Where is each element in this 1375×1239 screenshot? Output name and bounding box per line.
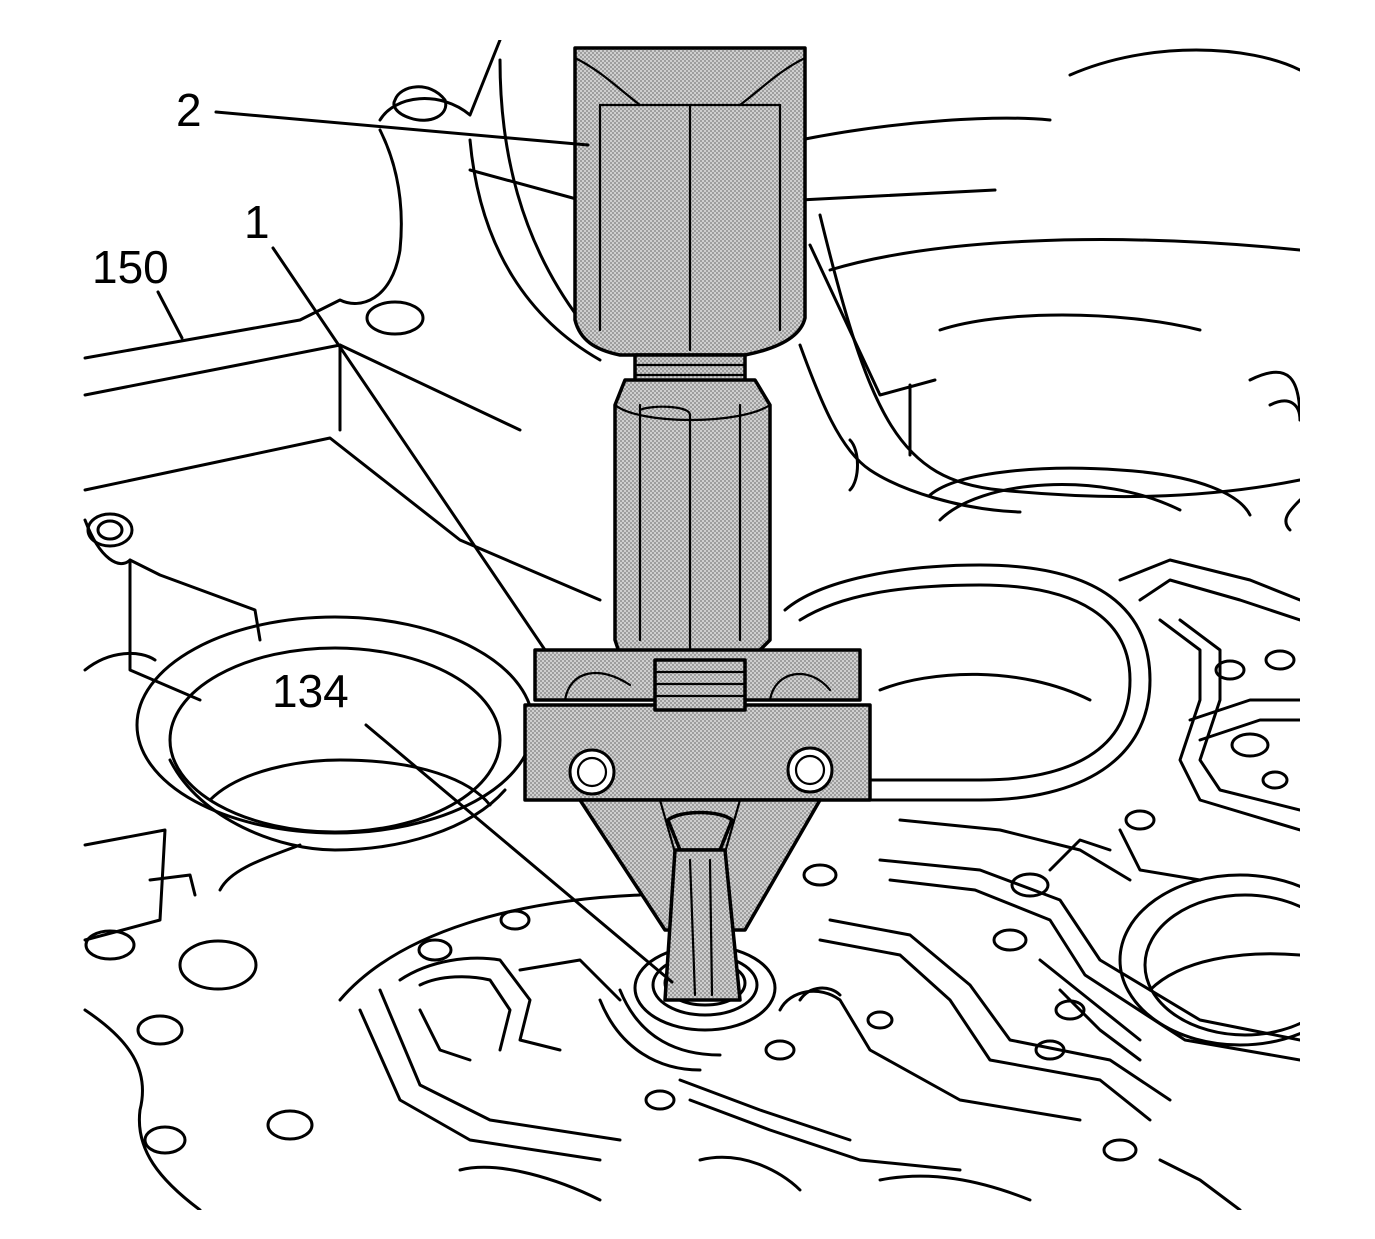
callout-150: 150 [92, 241, 169, 293]
leader-2 [214, 110, 590, 147]
leader-150 [156, 290, 184, 340]
remover-bridge-tool [523, 648, 872, 1002]
leader-134 [364, 723, 674, 984]
callout-labels: 2 1 150 134 [92, 84, 349, 717]
leader-lines [156, 110, 674, 984]
callout-2: 2 [176, 84, 202, 136]
leader-1 [271, 246, 547, 652]
callout-1: 1 [244, 196, 270, 248]
callout-134: 134 [272, 665, 349, 717]
valve-body-channels [338, 558, 1300, 1210]
slide-hammer-tool [573, 46, 807, 657]
